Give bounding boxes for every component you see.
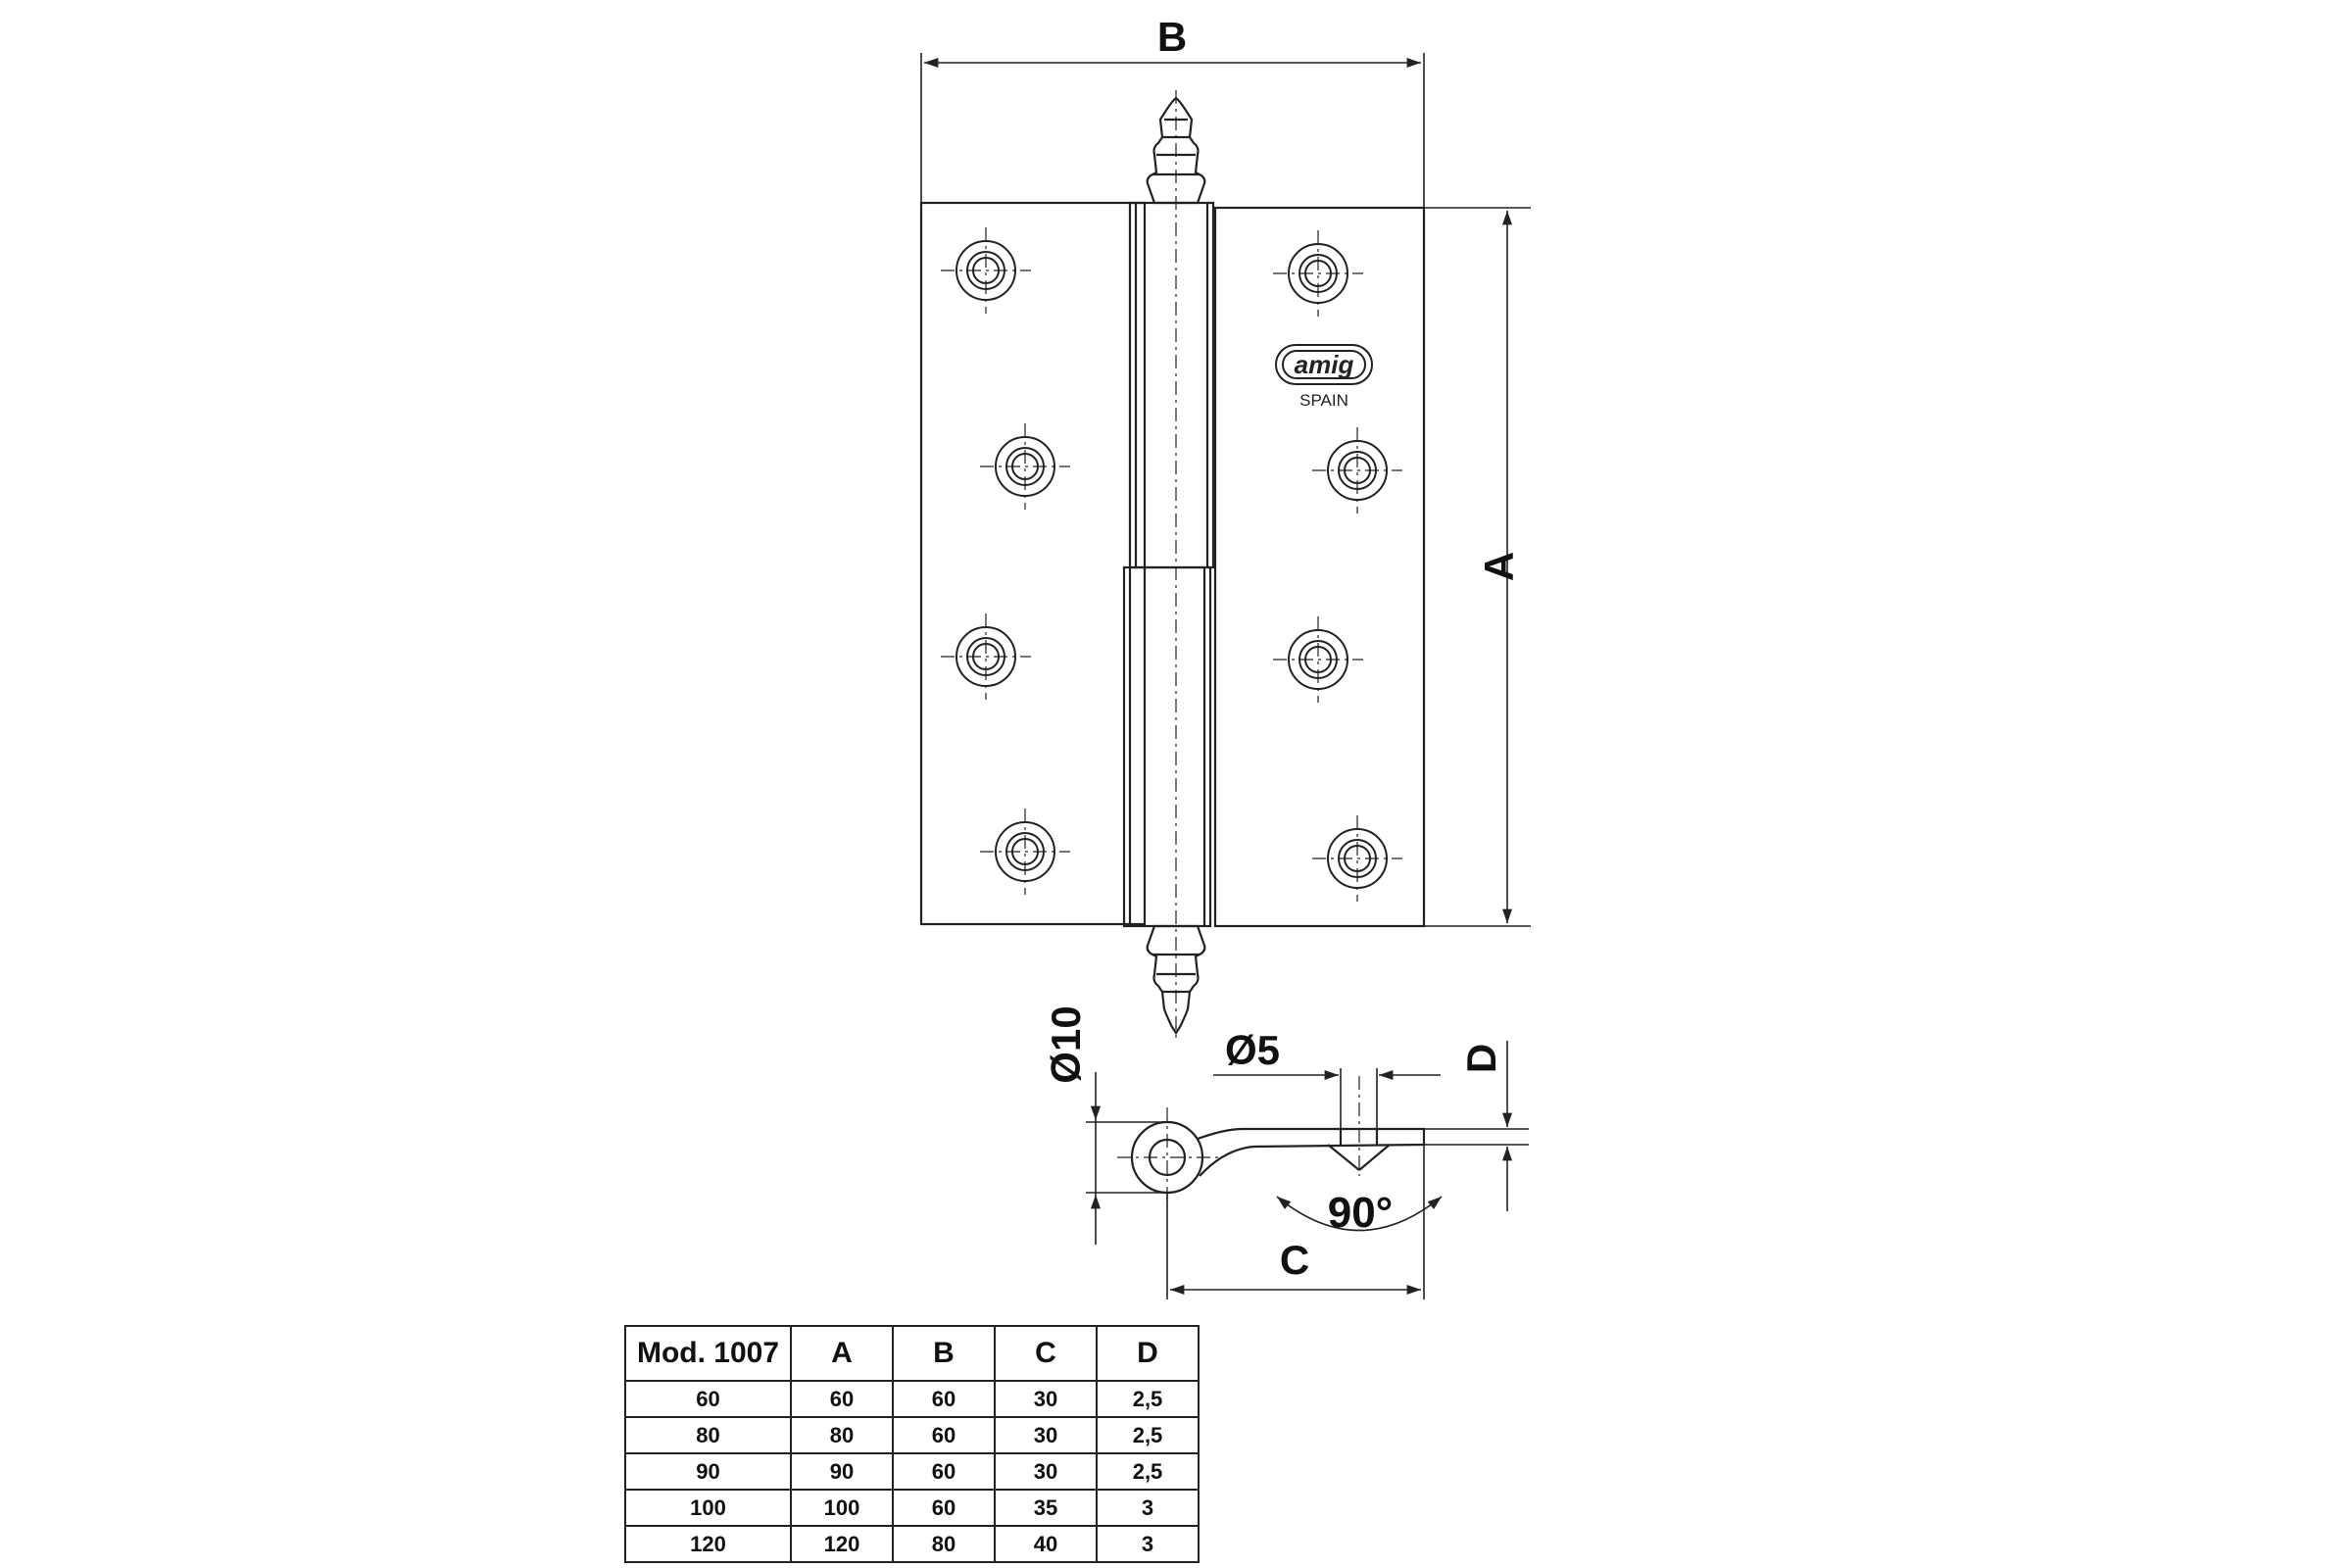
table-row: 120 120 80 40 3 bbox=[624, 1525, 1200, 1563]
table-header-model: Mod. 1007 bbox=[624, 1325, 792, 1382]
left-leaf bbox=[919, 201, 1147, 926]
label-dim-a: A bbox=[1476, 552, 1522, 581]
table-header-c: C bbox=[994, 1325, 1098, 1382]
dimension-hole-diameter bbox=[1213, 1068, 1441, 1129]
table-cell: 3 bbox=[1096, 1489, 1200, 1527]
dimension-angle bbox=[1276, 1196, 1443, 1232]
table-row: 80 80 60 30 2,5 bbox=[624, 1416, 1200, 1454]
table-cell: 80 bbox=[790, 1416, 894, 1454]
table-cell: 2,5 bbox=[1096, 1380, 1200, 1418]
table-row: 100 100 60 35 3 bbox=[624, 1489, 1200, 1527]
table-cell: 30 bbox=[994, 1416, 1098, 1454]
table-cell: 60 bbox=[892, 1452, 996, 1491]
brand-logo bbox=[1275, 344, 1373, 385]
dimension-b bbox=[920, 53, 1425, 208]
table-cell: 60 bbox=[892, 1489, 996, 1527]
screw-holes bbox=[956, 240, 1388, 889]
table-header-a: A bbox=[790, 1325, 894, 1382]
center-lines bbox=[941, 90, 1402, 1041]
table-cell: 60 bbox=[892, 1416, 996, 1454]
dimensions-table: Mod. 1007 A B C D 60 60 60 30 2,5 80 80 … bbox=[624, 1325, 1200, 1563]
table-cell: 100 bbox=[624, 1489, 792, 1527]
table-cell: 90 bbox=[790, 1452, 894, 1491]
table-cell: 120 bbox=[624, 1525, 792, 1563]
side-center-lines bbox=[1117, 1076, 1360, 1207]
dimension-a bbox=[1424, 207, 1531, 927]
lower-knuckle bbox=[1122, 565, 1212, 928]
table-cell: 80 bbox=[624, 1416, 792, 1454]
table-row: 60 60 60 30 2,5 bbox=[624, 1380, 1200, 1418]
table-cell: 35 bbox=[994, 1489, 1098, 1527]
table-cell: 30 bbox=[994, 1452, 1098, 1491]
table-cell: 60 bbox=[892, 1380, 996, 1418]
table-header-b: B bbox=[892, 1325, 996, 1382]
label-opening-angle: 90° bbox=[1328, 1189, 1394, 1237]
label-hole-diameter: Ø5 bbox=[1225, 1027, 1280, 1073]
table-cell: 90 bbox=[624, 1452, 792, 1491]
table-cell: 2,5 bbox=[1096, 1452, 1200, 1491]
right-leaf bbox=[1213, 206, 1426, 928]
table-cell: 40 bbox=[994, 1525, 1098, 1563]
table-cell: 100 bbox=[790, 1489, 894, 1527]
label-pin-diameter: Ø10 bbox=[1043, 1005, 1089, 1083]
brand-logo-text: amig bbox=[1295, 350, 1354, 379]
dimension-pin-diameter bbox=[1086, 1072, 1167, 1245]
table-cell: 60 bbox=[790, 1380, 894, 1418]
label-dim-c: C bbox=[1280, 1237, 1309, 1283]
dimension-d bbox=[1424, 1041, 1529, 1211]
table-header-row: Mod. 1007 A B C D bbox=[624, 1325, 1200, 1382]
table-cell: 3 bbox=[1096, 1525, 1200, 1563]
table-cell: 30 bbox=[994, 1380, 1098, 1418]
label-dim-d: D bbox=[1458, 1044, 1504, 1073]
table-header-d: D bbox=[1096, 1325, 1200, 1382]
table-row: 90 90 60 30 2,5 bbox=[624, 1452, 1200, 1491]
table-cell: 120 bbox=[790, 1525, 894, 1563]
upper-knuckle bbox=[1128, 201, 1215, 569]
table-cell: 80 bbox=[892, 1525, 996, 1563]
dimension-c bbox=[1166, 1145, 1425, 1299]
table-cell: 2,5 bbox=[1096, 1416, 1200, 1454]
brand-origin: SPAIN bbox=[1299, 391, 1348, 410]
table-cell: 60 bbox=[624, 1380, 792, 1418]
label-dim-b: B bbox=[1157, 14, 1187, 60]
